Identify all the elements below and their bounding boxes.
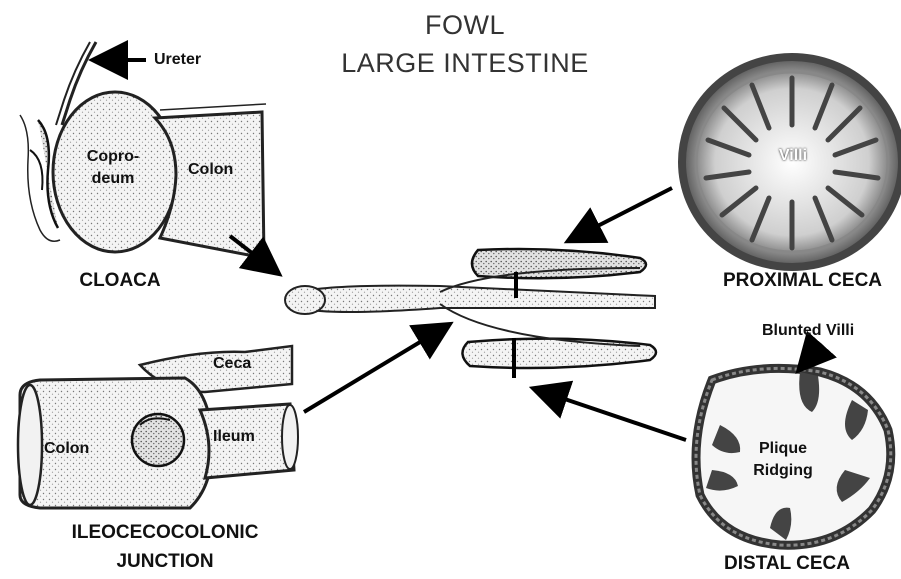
junction-caption-2: JUNCTION: [40, 551, 290, 573]
cloaca-caption: CLOACA: [60, 270, 180, 292]
title-line-2: LARGE INTESTINE: [330, 48, 600, 79]
coprodeum-label-2: deum: [78, 170, 148, 188]
villi-label: Villi: [770, 147, 816, 165]
plique-label-2: Ridging: [748, 462, 818, 480]
plique-label-1: Plique: [748, 440, 818, 458]
arrow-junction: [304, 330, 440, 412]
title-line-1: FOWL: [330, 10, 600, 41]
junction-illustration: [18, 346, 298, 508]
junction-colon-label: Colon: [44, 440, 89, 458]
proximal-ceca-caption: PROXIMAL CECA: [704, 270, 901, 292]
ureter-label: Ureter: [154, 51, 201, 69]
arrow-distal: [544, 392, 686, 440]
distal-ceca-caption: DISTAL CECA: [712, 553, 862, 575]
blunted-villi-label: Blunted Villi: [762, 322, 854, 340]
arrow-proximal: [578, 188, 672, 236]
cloaca-colon-label: Colon: [188, 161, 233, 179]
junction-caption-1: ILEOCECOCOLONIC: [40, 522, 290, 544]
central-ceca-schematic: [285, 249, 656, 378]
ileum-label: Ileum: [213, 428, 255, 446]
ceca-label: Ceca: [213, 355, 251, 373]
coprodeum-label-1: Copro-: [78, 148, 148, 166]
